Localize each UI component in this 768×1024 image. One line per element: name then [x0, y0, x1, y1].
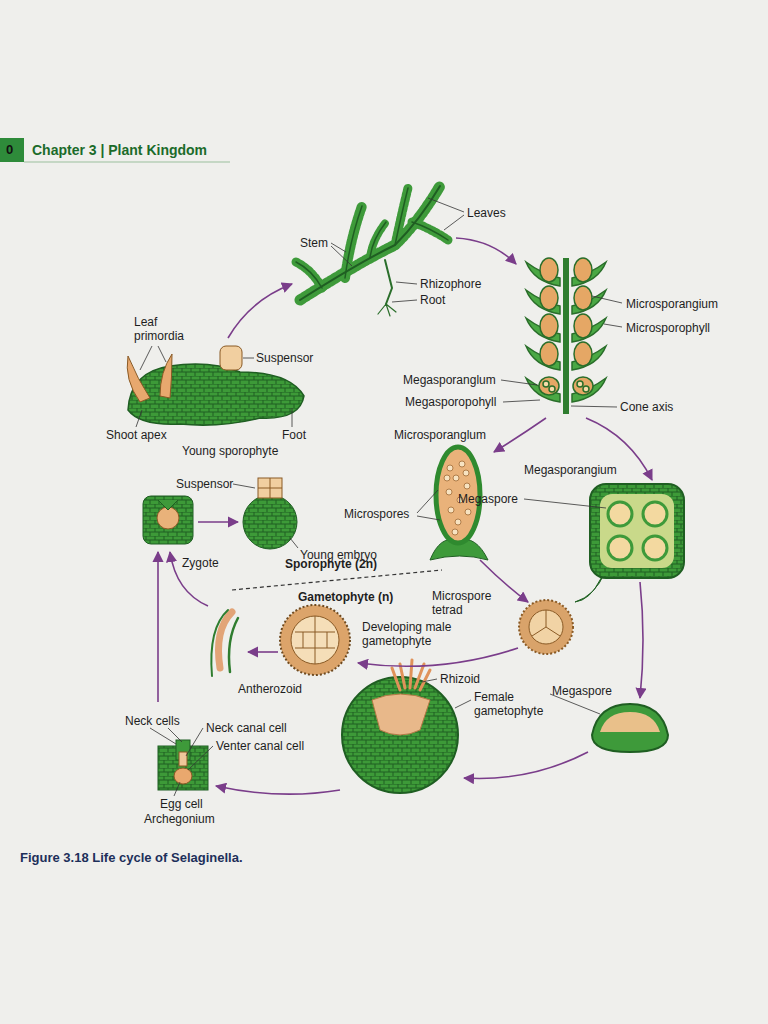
page-header: [0, 138, 230, 162]
part-label: Rhizoid: [440, 672, 480, 686]
part-label: Megaspore: [552, 684, 612, 698]
part-label: Megasporanglum: [403, 373, 496, 387]
part-label: Microsporangium: [626, 297, 718, 311]
part-label: Microspore tetrad: [432, 589, 512, 617]
part-label: Neck cells: [125, 714, 180, 728]
part-label: Egg cell: [160, 797, 203, 811]
part-label: Female gametophyte: [474, 690, 564, 718]
part-label: Suspensor: [256, 351, 313, 365]
microspore-tetrad-figure: [519, 600, 573, 654]
young-embryo-figure: [243, 478, 297, 549]
part-label: Megaspore: [458, 492, 518, 506]
part-label: Shoot apex: [106, 428, 167, 442]
page-number: 0: [6, 141, 13, 159]
part-label: Archegonium: [144, 812, 215, 826]
part-label: Foot: [282, 428, 306, 442]
zygote-figure: [143, 496, 193, 544]
leader-lines: [136, 198, 622, 796]
part-label: Young sporophyte: [182, 444, 278, 458]
megasporangium-figure: [575, 484, 684, 602]
archegonium-figure: [158, 740, 208, 790]
part-label: Venter canal cell: [216, 739, 304, 753]
part-label: Stem: [300, 236, 328, 250]
generation-divider: [232, 570, 442, 590]
strobilus: [526, 258, 606, 414]
part-label: Root: [420, 293, 445, 307]
part-label: Leaf primordia: [134, 315, 204, 343]
part-label: Megasporopohyll: [405, 395, 496, 409]
part-label: Developing male gametophyte: [362, 620, 487, 648]
sporophyte-plant: [296, 186, 448, 316]
part-label: Microsporophyll: [626, 321, 710, 335]
part-label: Cone axis: [620, 400, 673, 414]
part-label: Gametophyte (n): [298, 590, 393, 604]
part-label: Sporophyte (2n): [285, 557, 377, 571]
male-gametophyte-figure: [280, 605, 350, 675]
megaspore-figure: [592, 704, 668, 752]
page-heading: Chapter 3 | Plant Kingdom: [32, 141, 207, 159]
part-label: Microsporanglum: [394, 428, 486, 442]
figure-caption: Figure 3.18 Life cycle of Selaginella.: [20, 850, 243, 866]
part-label: Zygote: [182, 556, 219, 570]
part-label: Megasporangium: [524, 463, 617, 477]
cycle-arrows: [158, 238, 652, 794]
antherozoid-figure: [211, 610, 238, 676]
part-label: Microspores: [344, 507, 409, 521]
part-label: Neck canal cell: [206, 721, 287, 735]
part-label: Leaves: [467, 206, 506, 220]
part-label: Rhizophore: [420, 277, 481, 291]
part-label: Suspensor: [176, 477, 233, 491]
part-label: Antherozoid: [238, 682, 302, 696]
